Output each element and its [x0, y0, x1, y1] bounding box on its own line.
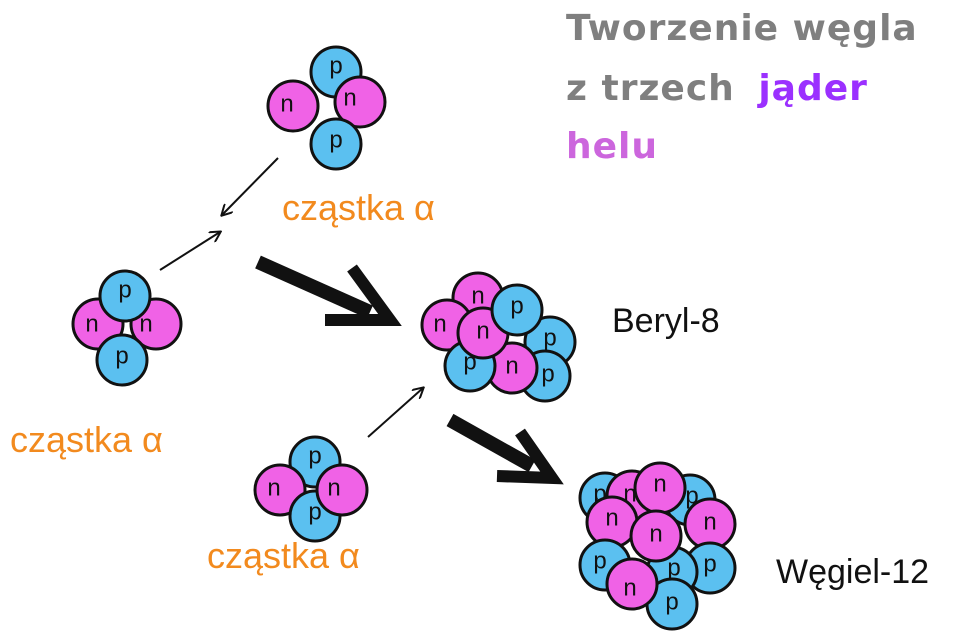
- alpha-label-3: cząstka α: [207, 535, 360, 576]
- neutron-letter: n: [623, 575, 636, 602]
- proton-letter: p: [115, 343, 128, 370]
- title-line-2-part-2: jąder: [756, 68, 868, 109]
- proton-letter: p: [703, 551, 716, 578]
- proton: [490, 283, 544, 337]
- alpha-label-1: cząstka α: [282, 187, 435, 228]
- proton-letter: p: [118, 277, 131, 304]
- proton-letter: p: [593, 548, 606, 575]
- proton-letter: p: [329, 127, 342, 154]
- arrow-alpha3-to-beryllium: [367, 388, 423, 438]
- carbon-12-nucleus: p n p n n n p p p p n n: [578, 461, 737, 631]
- arrow-alpha1-to-collision: [222, 157, 279, 215]
- proton-letter: p: [543, 325, 556, 352]
- neutron: [333, 75, 387, 129]
- title-line-2: z trzech jąder: [566, 68, 868, 109]
- alpha-particle-3: p n p n: [253, 435, 369, 543]
- neutron-letter: n: [476, 318, 489, 345]
- neutron-letter: n: [85, 311, 98, 338]
- proton-letter: p: [667, 555, 680, 582]
- neutron-letter: n: [433, 311, 446, 338]
- neutron: [266, 79, 320, 133]
- carbon-label: Węgiel-12: [776, 553, 929, 591]
- beryllium-8-nucleus: n n p p n p n p: [420, 271, 577, 403]
- arrow-to-carbon: [446, 413, 564, 485]
- alpha-label-2: cząstka α: [10, 419, 163, 460]
- neutron: [315, 463, 369, 517]
- proton: [95, 333, 149, 387]
- title-line-1: Tworzenie węgla: [566, 8, 918, 49]
- title-line-3: helu: [566, 126, 658, 167]
- beryllium-label: Beryl-8: [612, 302, 720, 340]
- alpha-particle-2: n n p p: [71, 269, 183, 387]
- proton-letter: p: [541, 361, 554, 388]
- neutron-letter: n: [280, 91, 293, 118]
- proton: [309, 117, 363, 171]
- title-line-2-part-1: z trzech: [566, 68, 735, 109]
- proton: [98, 269, 152, 323]
- proton-letter: p: [510, 293, 523, 320]
- proton-letter: p: [665, 589, 678, 616]
- proton-letter: p: [308, 499, 321, 526]
- neutron: [605, 557, 659, 611]
- neutron-letter: n: [267, 475, 280, 502]
- proton-letter: p: [329, 53, 342, 80]
- neutron-letter: n: [471, 283, 484, 310]
- proton-letter: p: [308, 443, 321, 470]
- arrow-alpha2-to-collision: [159, 232, 220, 271]
- neutron-letter: n: [139, 311, 152, 338]
- neutron: [629, 509, 683, 563]
- neutron-letter: n: [649, 521, 662, 548]
- neutron-letter: n: [605, 505, 618, 532]
- neutron-letter: n: [505, 353, 518, 380]
- neutron-letter: n: [343, 85, 356, 112]
- neutron-letter: n: [327, 475, 340, 502]
- neutron-letter: n: [653, 471, 666, 498]
- alpha-particle-1: p n n p: [266, 45, 387, 171]
- arrow-to-beryllium: [255, 255, 402, 326]
- neutron-letter: n: [703, 509, 716, 536]
